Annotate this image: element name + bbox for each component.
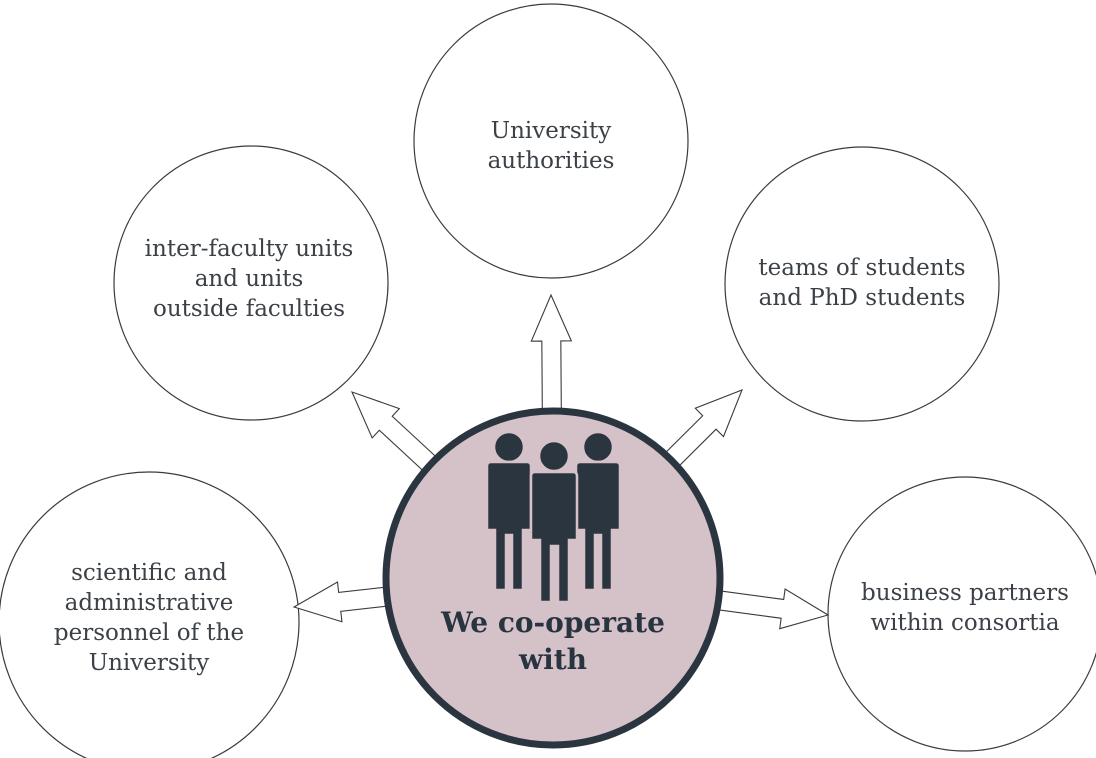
node-label-business-partners: business partners — [861, 580, 1069, 606]
node-label-scientific-personnel: scientific and — [71, 560, 227, 586]
node-label-inter-faculty-units: outside faculties — [153, 296, 345, 322]
node-label-scientific-personnel: administrative — [65, 590, 234, 616]
center-circle — [382, 407, 724, 749]
node-university-authorities — [413, 3, 689, 279]
node-inter-faculty-units — [113, 145, 389, 421]
node-label-teams-of-students: and PhD students — [759, 285, 966, 311]
node-teams-of-students — [724, 146, 1000, 422]
person-left-icon — [485, 430, 533, 592]
node-label-inter-faculty-units: and units — [195, 266, 304, 292]
people-group-icon — [485, 430, 622, 604]
center-label: with — [518, 643, 587, 676]
node-label-scientific-personnel: University — [89, 650, 210, 676]
node-label-university-authorities: University — [491, 118, 612, 144]
center-label: We co-operate — [440, 606, 665, 639]
node-business-partners — [827, 476, 1096, 752]
node-label-scientific-personnel: personnel of the — [54, 620, 244, 646]
node-label-inter-faculty-units: inter-faculty units — [145, 236, 354, 262]
node-label-business-partners: within consortia — [870, 610, 1059, 636]
node-label-teams-of-students: teams of students — [758, 255, 965, 281]
person-right-icon — [574, 430, 622, 592]
node-scientific-personnel — [0, 471, 300, 758]
person-middle-icon — [529, 439, 579, 604]
node-label-university-authorities: authorities — [488, 148, 615, 174]
